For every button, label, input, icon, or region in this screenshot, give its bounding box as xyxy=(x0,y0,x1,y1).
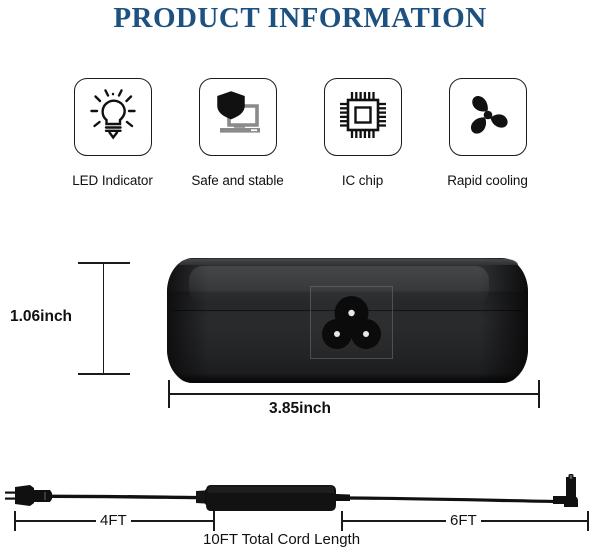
width-dimension-line xyxy=(168,393,539,395)
adapter-bottom-shadow xyxy=(177,373,518,383)
page-title: PRODUCT INFORMATION xyxy=(113,2,487,34)
total-cord-length-label: 10FT Total Cord Length xyxy=(203,531,361,548)
feature-icon-box xyxy=(448,78,527,156)
cord-diagram-section: 4FT 6FT 10FT Total Cord Length xyxy=(0,455,600,550)
feature-list: LED Indicator Safe and stable xyxy=(0,78,600,188)
ac-segment-tick-right xyxy=(213,511,215,531)
fan-icon xyxy=(460,87,516,148)
c5-clover-socket-icon xyxy=(311,287,392,358)
feature-item-rapid-cooling: Rapid cooling xyxy=(425,78,550,188)
width-dimension-cap-right xyxy=(538,380,540,408)
feature-item-led-indicator: LED Indicator xyxy=(50,78,175,188)
dc-segment-label: 6FT xyxy=(446,512,481,529)
feature-icon-box xyxy=(198,78,277,156)
feature-icon-box xyxy=(323,78,402,156)
height-dimension-cap-bottom xyxy=(78,373,130,375)
shield-laptop-icon xyxy=(209,86,267,149)
dc-strain-relief-icon xyxy=(336,494,350,501)
cord-illustration xyxy=(5,474,578,511)
feature-label: IC chip xyxy=(341,173,384,188)
socket-plate xyxy=(310,286,393,359)
feature-label: LED Indicator xyxy=(72,173,153,188)
height-dimension-label: 1.06inch xyxy=(10,308,73,325)
height-dimension-line xyxy=(103,262,104,374)
lightbulb-icon xyxy=(84,86,142,149)
feature-item-ic-chip: IC chip xyxy=(300,78,425,188)
ic-chip-icon xyxy=(335,87,391,148)
ac-wall-plug-icon xyxy=(5,485,52,506)
product-photo-section: 1.06inch 3.85inch xyxy=(0,230,600,435)
right-angle-dc-barrel-tip-icon xyxy=(553,474,578,507)
ac-segment-label: 4FT xyxy=(96,512,131,529)
dc-segment-tick-right xyxy=(587,511,589,531)
cord-dimension-annotations: 4FT 6FT 10FT Total Cord Length xyxy=(0,455,600,550)
feature-item-safe-and-stable: Safe and stable xyxy=(175,78,300,188)
width-dimension-cap-left xyxy=(168,380,170,408)
feature-icon-box xyxy=(73,78,152,156)
width-dimension-label: 3.85inch xyxy=(268,400,332,417)
feature-label: Safe and stable xyxy=(191,173,284,188)
cord-brick-icon xyxy=(206,485,336,511)
feature-label: Rapid cooling xyxy=(447,173,528,188)
adapter-top-edge xyxy=(179,259,518,265)
height-dimension-cap-top xyxy=(78,262,130,264)
power-adapter-image xyxy=(167,258,528,383)
